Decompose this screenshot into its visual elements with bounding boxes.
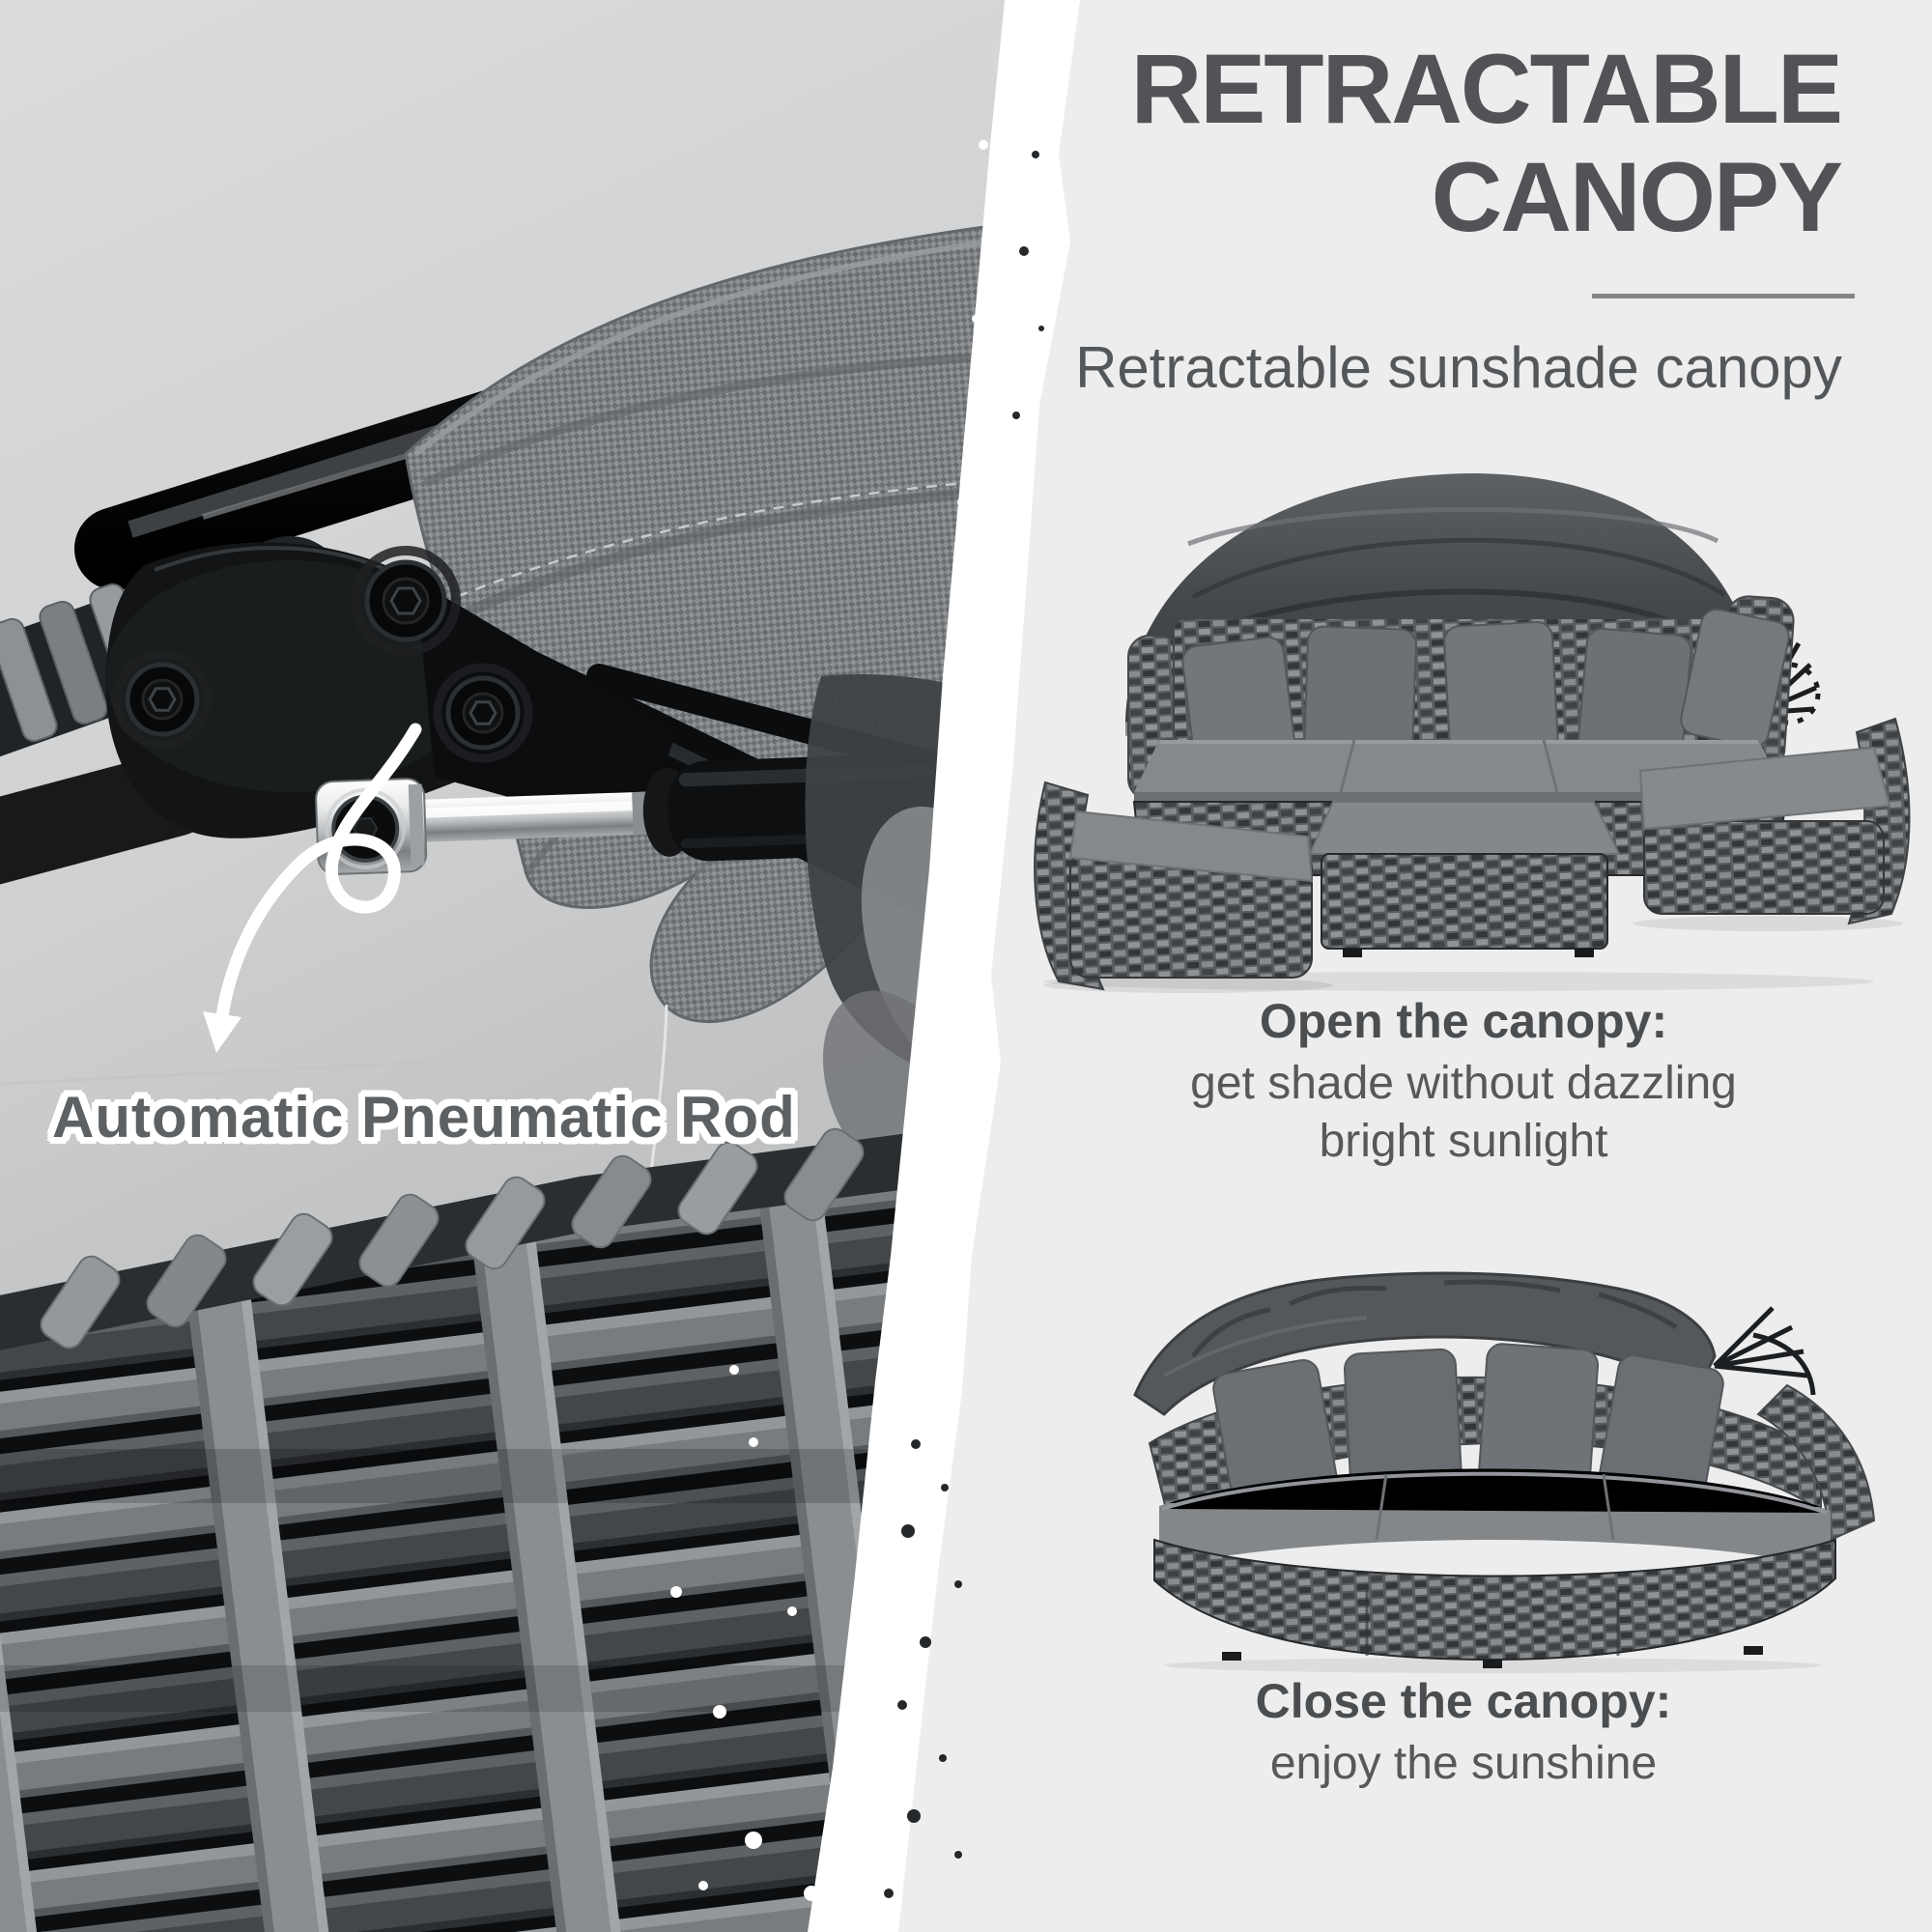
curved-arrow-icon: [203, 723, 422, 1053]
close-canopy-caption: Close the canopy: enjoy the sunshine: [985, 1673, 1932, 1793]
title-line-1: RETRACTABLE: [1130, 34, 1843, 144]
page-title: RETRACTABLE CANOPY: [1130, 34, 1843, 252]
close-canopy-line1: enjoy the sunshine: [1269, 1738, 1658, 1789]
canopy-frame-fan-closed: [1713, 1306, 1816, 1396]
pneumatic-rod-photo: [0, 0, 1024, 1932]
ottoman-right: [1633, 717, 1911, 931]
daybed-seat: [1159, 1468, 1831, 1569]
hinge-plate: [105, 542, 676, 838]
daybed-closed-illustration: [1133, 1271, 1876, 1673]
daybed-open-illustration: [1034, 473, 1911, 993]
open-canopy-line1: get shade without dazzling: [1190, 1058, 1737, 1109]
subtitle: Retractable sunshade canopy: [1075, 335, 1842, 400]
photo-caption: Automatic Pneumatic Rod: [52, 1085, 796, 1150]
close-canopy-heading: Close the canopy:: [1255, 1674, 1672, 1728]
ottoman-center: [1308, 801, 1621, 957]
open-canopy-line2: bright sunlight: [1319, 1116, 1608, 1167]
title-divider: [1592, 294, 1855, 298]
title-line-2: CANOPY: [1431, 142, 1843, 252]
pneumatic-rod-photo-illustration: [0, 0, 1024, 1932]
pillows: [1181, 608, 1790, 773]
canopy-folded: [1133, 1271, 1816, 1416]
open-canopy-heading: Open the canopy:: [1259, 994, 1668, 1048]
daybed-base: [1153, 1538, 1836, 1668]
open-canopy-caption: Open the canopy: get shade without dazzl…: [985, 993, 1932, 1171]
hex-bolts: [112, 546, 533, 763]
